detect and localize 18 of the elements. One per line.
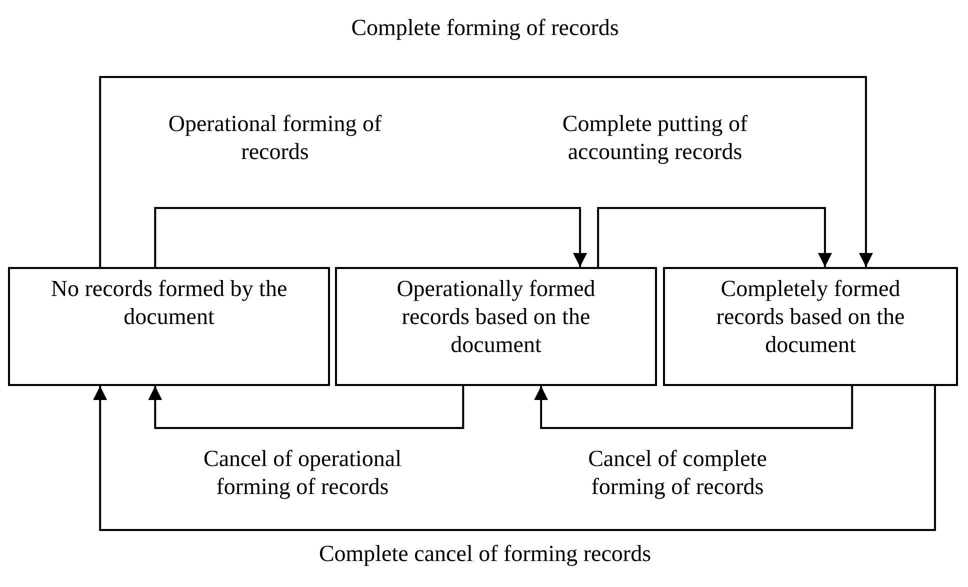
- edge-label: Cancel of complete forming of records: [587, 445, 768, 501]
- state-box: [335, 267, 657, 386]
- state-text: Completely formed records based on the document: [715, 275, 906, 359]
- edge-label: Complete forming of records: [350, 14, 620, 42]
- state-box: [663, 267, 958, 386]
- arrow: [534, 386, 854, 429]
- arrow: [597, 207, 832, 267]
- edge-label: Operational forming of records: [167, 110, 383, 166]
- arrow: [154, 207, 588, 267]
- state-text: Operationally formed records based on the document: [396, 275, 596, 359]
- state-text: No records formed by the document: [50, 275, 288, 331]
- edge-label: Cancel of operational forming of records: [202, 445, 402, 501]
- state-box: [8, 267, 330, 386]
- arrow: [148, 386, 464, 429]
- arrow: [93, 386, 936, 531]
- edge-label: Complete putting of accounting records: [561, 110, 749, 166]
- edge-label: Complete cancel of forming records: [318, 540, 652, 568]
- arrow: [99, 76, 873, 267]
